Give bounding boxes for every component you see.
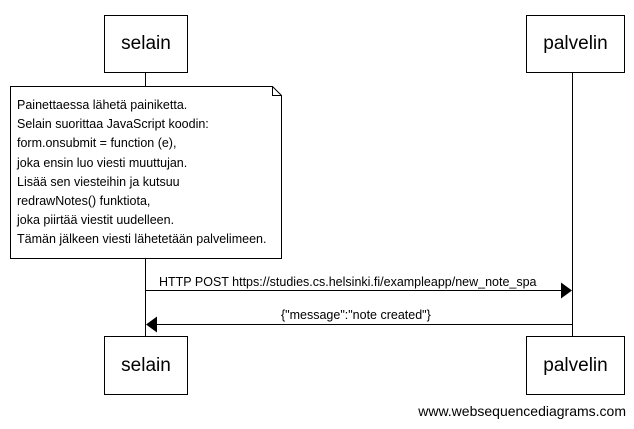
- participant-selain-bottom: selain: [104, 336, 188, 395]
- arrowhead-left-icon: [146, 316, 157, 333]
- note-line: joka piirtää viestit uudelleen.: [17, 213, 175, 228]
- watermark-link[interactable]: www.websequencediagrams.com: [418, 403, 626, 419]
- participant-palvelin-top: palvelin: [526, 15, 625, 73]
- participant-label: selain: [121, 354, 171, 376]
- note-line: form.onsubmit = function (e),: [17, 136, 177, 151]
- message-label-http-post: HTTP POST https://studies.cs.helsinki.fi…: [159, 275, 537, 289]
- message-label-response: {"message":"note created"}: [281, 308, 431, 322]
- arrowhead-right-icon: [561, 282, 572, 299]
- note-shape: [10, 86, 282, 259]
- note-line: Painettaessa lähetä painiketta.: [17, 98, 188, 112]
- note-text: Painettaessa lähetä painiketta. Selain s…: [17, 96, 266, 250]
- participant-label: palvelin: [543, 354, 608, 376]
- note-line: redrawNotes() funktiota,: [17, 194, 151, 209]
- note-line: Tämän jälkeen viesti lähetetään palvelim…: [17, 232, 267, 247]
- note: Painettaessa lähetä painiketta. Selain s…: [10, 86, 282, 259]
- participant-label: palvelin: [543, 33, 608, 54]
- participant-palvelin-bottom: palvelin: [526, 336, 625, 395]
- participant-label: selain: [121, 33, 171, 54]
- note-line: Selain suorittaa JavaScript koodin:: [17, 117, 209, 132]
- note-line: Lisää sen viesteihin ja kutsuu: [17, 174, 180, 189]
- participant-selain-top: selain: [104, 15, 188, 73]
- lifeline-palvelin: [572, 73, 573, 336]
- note-line: joka ensin luo viesti muuttujan.: [17, 155, 188, 170]
